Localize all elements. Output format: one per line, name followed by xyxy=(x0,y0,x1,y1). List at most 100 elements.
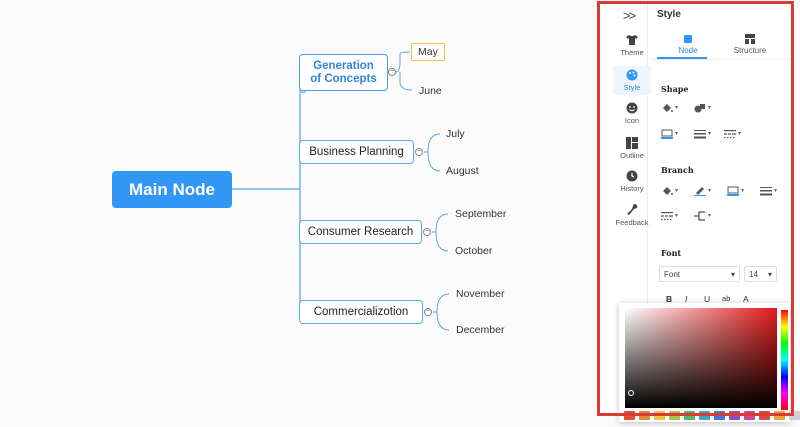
line-weight-icon xyxy=(694,129,706,138)
chevron-down-icon: ▾ xyxy=(730,269,735,279)
branch-border-tool[interactable]: ▾ xyxy=(727,185,747,196)
smiley-icon xyxy=(626,102,638,114)
structure-icon xyxy=(745,34,755,44)
main-node[interactable]: Main Node xyxy=(112,171,232,208)
line-style-icon xyxy=(661,211,673,220)
double-chevron-right-icon[interactable]: >> xyxy=(623,8,636,23)
sub-topic-december[interactable]: December xyxy=(456,324,505,336)
font-family-value: Font xyxy=(664,269,681,279)
color-swatches xyxy=(624,411,800,420)
node-icon xyxy=(684,35,692,43)
sub-topic-november[interactable]: November xyxy=(456,288,505,300)
border-style-tool[interactable]: ▾ xyxy=(724,128,744,139)
font-color-button[interactable]: A xyxy=(743,294,749,304)
branch-fill-tool[interactable]: ▾ xyxy=(661,185,681,196)
palette-icon xyxy=(626,69,638,81)
color-swatch[interactable] xyxy=(789,411,800,420)
rail-item-label: History xyxy=(620,184,644,193)
rail-item-feedback[interactable]: Feedback xyxy=(613,204,651,227)
color-swatch[interactable] xyxy=(624,411,635,420)
sub-topic-june[interactable]: June xyxy=(419,85,442,97)
color-swatch[interactable] xyxy=(729,411,740,420)
connector-sub-b2 xyxy=(424,133,441,172)
color-swatch[interactable] xyxy=(759,411,770,420)
rail-item-icon[interactable]: Icon xyxy=(613,102,651,125)
sub-topic-september[interactable]: September xyxy=(455,208,507,220)
collapse-toggle-icon[interactable]: − xyxy=(424,308,432,316)
rail-item-theme[interactable]: Theme xyxy=(613,34,651,57)
collapse-toggle-icon[interactable]: − xyxy=(388,68,396,76)
font-size-select[interactable]: 14 ▾ xyxy=(744,266,777,282)
border-icon xyxy=(727,186,739,196)
rail-item-label: Icon xyxy=(624,116,640,125)
sub-topic-october[interactable]: October xyxy=(455,245,493,257)
branch-line-color-tool[interactable]: ▾ xyxy=(694,185,714,196)
border-icon xyxy=(661,129,673,139)
branch-connector-tool[interactable]: ▾ xyxy=(694,210,714,221)
panel-title: Style xyxy=(657,9,681,20)
color-swatch[interactable] xyxy=(654,411,665,420)
tab-structure[interactable]: Structure xyxy=(722,34,778,55)
font-family-select[interactable]: Font ▾ xyxy=(659,266,740,282)
sub-topic-august[interactable]: August xyxy=(446,165,479,177)
color-swatch[interactable] xyxy=(639,411,650,420)
italic-button[interactable]: I xyxy=(685,294,688,304)
outline-icon xyxy=(626,137,638,149)
shirt-icon xyxy=(626,35,638,45)
rail-item-history[interactable]: History xyxy=(613,170,651,193)
section-title-branch: Branch xyxy=(661,165,694,175)
rail-item-label: Feedback xyxy=(615,218,649,227)
clock-icon xyxy=(626,170,638,182)
sub-topic-may[interactable]: May xyxy=(411,43,445,61)
section-title-shape: Shape xyxy=(661,84,689,94)
font-size-value: 14 xyxy=(749,269,758,279)
connector-sub-b3 xyxy=(432,213,449,252)
mindmap-canvas[interactable]: Main Node Generation of Concepts − May J… xyxy=(0,0,592,427)
tab-label: Structure xyxy=(733,46,767,55)
strikethrough-button[interactable]: ab xyxy=(722,294,731,303)
color-swatch[interactable] xyxy=(669,411,680,420)
section-title-font: Font xyxy=(661,248,682,258)
branch-topic-generation-of-concepts[interactable]: Generation of Concepts xyxy=(299,54,388,91)
bold-button[interactable]: B xyxy=(666,294,673,304)
pen-icon xyxy=(694,186,706,196)
tab-active-indicator xyxy=(657,57,707,59)
rail-item-label: Theme xyxy=(620,48,644,57)
collapse-toggle-icon[interactable]: − xyxy=(415,148,423,156)
border-color-tool[interactable]: ▾ xyxy=(661,128,681,139)
wrench-icon xyxy=(627,204,638,215)
rail-item-label: Outline xyxy=(620,151,644,160)
chevron-down-icon: ▾ xyxy=(767,269,772,279)
sub-topic-july[interactable]: July xyxy=(446,128,465,140)
tab-node[interactable]: Node xyxy=(660,34,716,55)
color-swatch[interactable] xyxy=(714,411,725,420)
fill-color-tool[interactable]: ▾ xyxy=(661,102,681,113)
rail-item-label: Style xyxy=(623,83,641,92)
paint-bucket-icon xyxy=(663,186,673,195)
shape-type-tool[interactable]: ▾ xyxy=(694,102,714,113)
shape-icon xyxy=(694,103,705,112)
color-swatch[interactable] xyxy=(684,411,695,420)
border-weight-tool[interactable]: ▾ xyxy=(694,128,714,139)
rail-item-style[interactable]: Style xyxy=(613,66,651,95)
connector-sub-b1 xyxy=(395,51,413,91)
saturation-picker[interactable] xyxy=(625,308,777,408)
tab-label: Node xyxy=(678,46,698,55)
collapse-toggle-icon[interactable]: − xyxy=(423,228,431,236)
connector-sub-b4 xyxy=(433,293,450,331)
underline-button[interactable]: U xyxy=(704,294,711,304)
color-swatch[interactable] xyxy=(699,411,710,420)
rail-item-outline[interactable]: Outline xyxy=(613,137,651,160)
branch-topic-consumer-research[interactable]: Consumer Research xyxy=(299,220,422,244)
color-swatch[interactable] xyxy=(774,411,785,420)
branch-weight-tool[interactable]: ▾ xyxy=(760,185,780,196)
connector-icon xyxy=(694,210,705,221)
color-swatch[interactable] xyxy=(744,411,755,420)
branch-topic-business-planning[interactable]: Business Planning xyxy=(299,140,414,164)
branch-style-tool[interactable]: ▾ xyxy=(661,210,681,221)
color-picker-popup xyxy=(619,303,800,422)
paint-bucket-icon xyxy=(663,103,673,112)
branch-topic-commercialization[interactable]: Commercializotion xyxy=(299,300,423,324)
saturation-cursor[interactable] xyxy=(628,390,634,396)
hue-slider[interactable] xyxy=(781,310,788,410)
